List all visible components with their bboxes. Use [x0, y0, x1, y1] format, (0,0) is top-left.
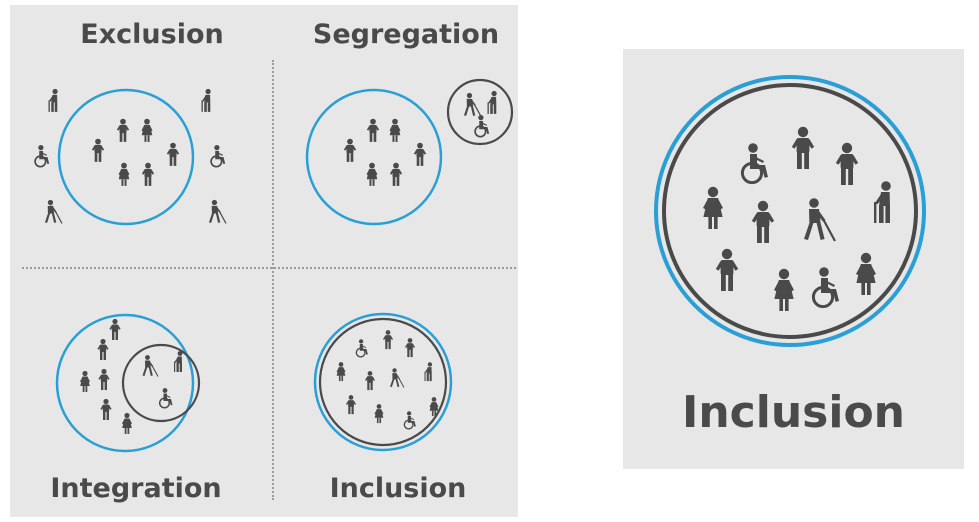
inclusion-title: Inclusion — [329, 473, 467, 504]
blind-person-icon — [390, 368, 405, 388]
standing-person-icon — [382, 330, 394, 350]
standing-person-icon — [366, 118, 380, 142]
featured-blue-circle — [654, 75, 926, 347]
wheelchair-user-icon — [811, 267, 839, 309]
cane-user-icon — [874, 181, 891, 223]
person-in-dress-icon — [374, 404, 384, 424]
integration-circle — [55, 313, 195, 453]
quadrant-illustrations — [34, 78, 514, 453]
standing-person-icon — [404, 338, 416, 358]
wheelchair-user-icon — [34, 145, 50, 168]
standing-person-icon — [413, 142, 427, 166]
wheelchair-user-icon — [740, 143, 768, 185]
standing-person-icon — [835, 142, 859, 185]
standing-person-icon — [345, 395, 357, 415]
inclusion-diagram — [313, 312, 453, 452]
exclusion-circle — [57, 88, 195, 226]
person-in-dress-icon — [856, 252, 876, 295]
blind-person-icon — [142, 355, 159, 377]
wheelchair-user-icon — [355, 339, 368, 358]
exclusion-title: Exclusion — [80, 19, 224, 50]
standing-person-icon — [97, 338, 109, 360]
inclusion-gray-circle — [318, 317, 448, 447]
person-in-dress-icon — [366, 162, 378, 186]
standing-person-icon — [715, 248, 739, 291]
standing-person-icon — [166, 142, 180, 166]
segregation-small-circle — [446, 78, 514, 146]
standing-person-icon — [116, 118, 130, 142]
cane-user-icon — [201, 88, 211, 112]
person-in-dress-icon — [80, 370, 90, 392]
integration-inner-circle — [121, 343, 201, 423]
featured-illustration — [654, 75, 926, 347]
inclusion-blue-circle — [313, 312, 453, 452]
standing-person-icon — [389, 162, 403, 186]
horizontal-divider — [22, 267, 516, 269]
cane-user-icon — [424, 362, 433, 382]
standing-person-icon — [343, 138, 357, 162]
wheelchair-user-icon — [158, 388, 173, 409]
person-in-dress-icon — [774, 268, 794, 311]
segregation-diagram — [305, 78, 514, 226]
person-in-dress-icon — [122, 412, 132, 434]
person-in-dress-icon — [703, 186, 723, 229]
segregation-main-circle — [305, 88, 443, 226]
cane-user-icon — [487, 90, 497, 114]
person-in-dress-icon — [429, 397, 439, 417]
blind-person-icon — [463, 92, 482, 117]
blind-person-icon — [804, 198, 836, 242]
four-quadrant-panel: Exclusion Segregation Integration Inclus… — [10, 5, 518, 517]
featured-gray-circle — [662, 83, 918, 339]
person-in-dress-icon — [118, 162, 130, 186]
cane-user-icon — [174, 351, 183, 372]
standing-person-icon — [91, 138, 105, 162]
standing-person-icon — [364, 371, 376, 391]
wheelchair-user-icon — [210, 145, 226, 168]
cane-user-icon — [48, 88, 58, 112]
standing-person-icon — [751, 200, 775, 243]
wheelchair-user-icon — [474, 115, 490, 138]
blind-person-icon — [44, 199, 63, 224]
featured-title: Inclusion — [681, 387, 905, 438]
integration-title: Integration — [50, 473, 222, 504]
person-in-dress-icon — [336, 362, 346, 382]
standing-person-icon — [100, 398, 112, 420]
standing-person-icon — [109, 318, 121, 340]
featured-inclusion-panel: Inclusion — [623, 49, 964, 469]
person-in-dress-icon — [141, 118, 153, 142]
person-in-dress-icon — [389, 118, 401, 142]
exclusion-diagram — [34, 88, 227, 226]
standing-person-icon — [791, 126, 815, 169]
blind-person-icon — [208, 199, 227, 224]
wheelchair-user-icon — [403, 411, 416, 430]
integration-diagram — [55, 313, 201, 453]
standing-person-icon — [98, 368, 110, 390]
vertical-divider — [272, 60, 274, 500]
segregation-title: Segregation — [312, 19, 500, 50]
standing-person-icon — [141, 162, 155, 186]
